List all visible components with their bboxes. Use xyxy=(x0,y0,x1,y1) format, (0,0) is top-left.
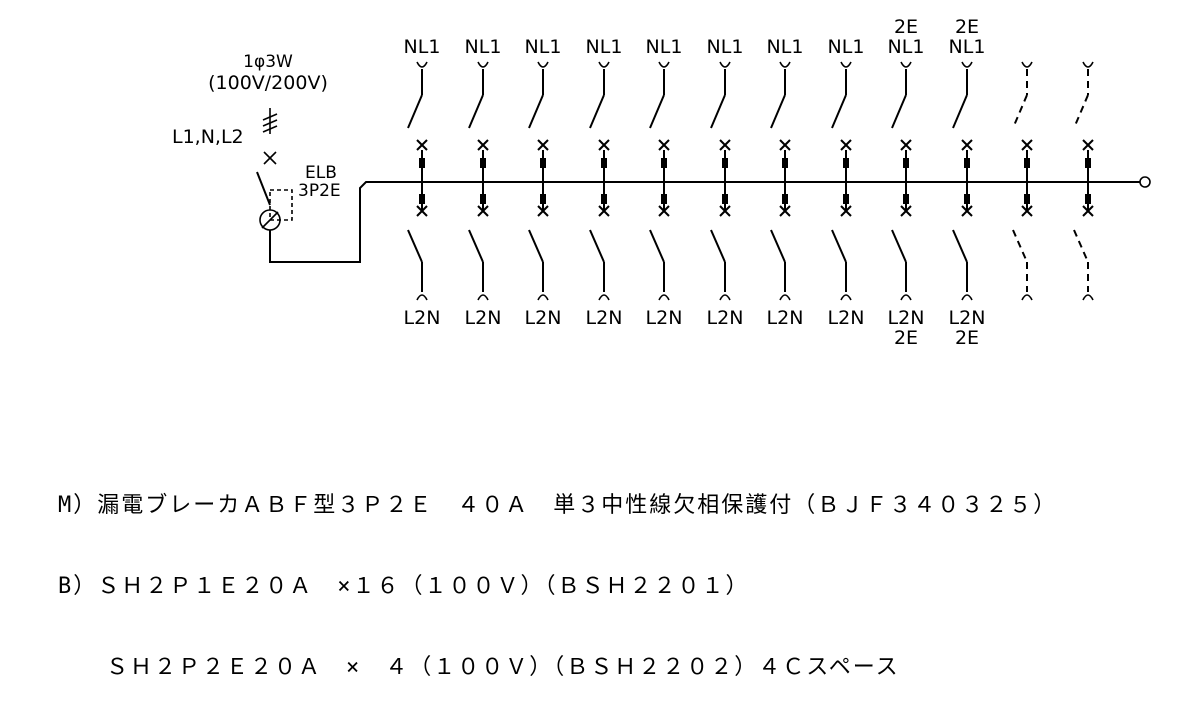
incoming-wire xyxy=(262,108,278,165)
branch-4-top-label: NL1 xyxy=(586,36,623,58)
branch-10-bottom-label: 2E xyxy=(955,327,979,349)
branch-1-bottom-label: L2N xyxy=(404,307,441,329)
branch-6-top-label: NL1 xyxy=(707,36,744,58)
branch-2-bottom-label: L2N xyxy=(465,307,502,329)
branch-7-bottom-label: L2N xyxy=(767,307,804,329)
main-breaker-type-label: ELB xyxy=(305,163,337,183)
branch-5-top-label: NL1 xyxy=(646,36,683,58)
branch-1-top-label: NL1 xyxy=(404,36,441,58)
branch-10-bottom-label: L2N xyxy=(949,307,986,329)
branch-10-top-label: NL1 xyxy=(949,36,986,58)
spec-line-branch-2: ＳＨ２Ｐ２Ｅ２０Ａ × ４（１００Ｖ）（ＢＳＨ２２０２）４Ｃスペース xyxy=(58,655,900,680)
branch-9-bottom-label: 2E xyxy=(894,327,918,349)
supply-voltage-label: (100V/200V) xyxy=(208,72,328,94)
branch-7-top-label: NL1 xyxy=(767,36,804,58)
branch-breaker-11 xyxy=(1012,61,1033,301)
branch-4-bottom-label: L2N xyxy=(586,307,623,329)
branch-9-top-label: NL1 xyxy=(888,36,925,58)
branch-8-top-label: NL1 xyxy=(828,36,865,58)
main-breaker-poles-label: 3P2E xyxy=(298,181,341,201)
bus-end-terminal xyxy=(1139,176,1151,188)
branch-breaker-12 xyxy=(1073,61,1094,301)
branch-6-bottom-label: L2N xyxy=(707,307,744,329)
supply-phase-label: 1φ3W xyxy=(243,52,293,72)
main-breaker-elb xyxy=(256,171,1151,263)
spec-line-branch-1: B）ＳＨ２Ｐ１Ｅ２０Ａ ×１６（１００Ｖ）（ＢＳＨ２２０１） xyxy=(58,574,750,599)
branch-3-top-label: NL1 xyxy=(525,36,562,58)
branch-9-bottom-label: L2N xyxy=(888,307,925,329)
branch-9-top-label: 2E xyxy=(894,16,918,38)
spec-notes: M）漏電ブレーカＡＢＦ型３Ｐ２Ｅ ４０Ａ 単３中性線欠相保護付（ＢＪＦ３４０３２… xyxy=(58,438,1057,708)
branch-3-bottom-label: L2N xyxy=(525,307,562,329)
branch-8-bottom-label: L2N xyxy=(828,307,865,329)
branch-10-top-label: 2E xyxy=(955,16,979,38)
single-line-diagram: 1φ3W (100V/200V) L1,N,L2 ELB 3P2E NL1L2N… xyxy=(172,16,1151,349)
branch-5-bottom-label: L2N xyxy=(646,307,683,329)
branch-2-top-label: NL1 xyxy=(465,36,502,58)
spec-line-main: M）漏電ブレーカＡＢＦ型３Ｐ２Ｅ ４０Ａ 単３中性線欠相保護付（ＢＪＦ３４０３２… xyxy=(58,493,1058,518)
supply-lines-label: L1,N,L2 xyxy=(172,126,244,148)
branch-breakers: NL1L2NNL1L2NNL1L2NNL1L2NNL1L2NNL1L2NNL1L… xyxy=(404,16,1094,349)
